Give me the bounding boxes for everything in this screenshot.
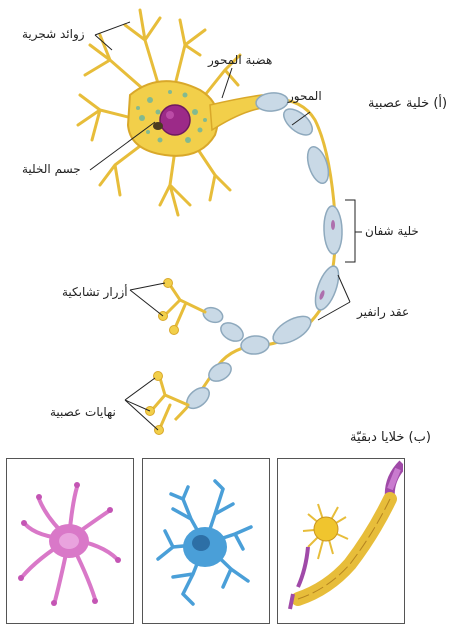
label-nerve-endings: نهايات عصبية — [50, 405, 116, 419]
part-b-title: (ب) خلايا دبقيّة — [350, 430, 431, 445]
glia-panel-1 — [6, 458, 134, 624]
glia-cell-myelinating — [278, 459, 403, 622]
synaptic-knobs — [146, 279, 179, 435]
label-cell-body: جسم الخلية — [22, 162, 81, 176]
axon-hillock — [210, 95, 262, 130]
label-axon-hillock: هضبة المحور — [208, 53, 272, 67]
part-a-title: (أ) خلية عصبية — [368, 96, 447, 111]
glia-cell-pink — [7, 459, 132, 622]
label-synaptic-knobs: أزرار تشابكية — [62, 285, 128, 299]
label-axon: المحور — [288, 89, 322, 103]
glia-panel-2 — [142, 458, 270, 624]
label-schwann-cell: خلية شفان — [365, 224, 419, 238]
glia-panel-3 — [277, 458, 405, 624]
label-dendrites: زوائد شجرية — [22, 27, 85, 41]
label-nodes-of-ranvier: عقد رانفير — [357, 305, 409, 319]
glia-cell-blue — [143, 459, 268, 622]
nucleus — [160, 105, 190, 135]
